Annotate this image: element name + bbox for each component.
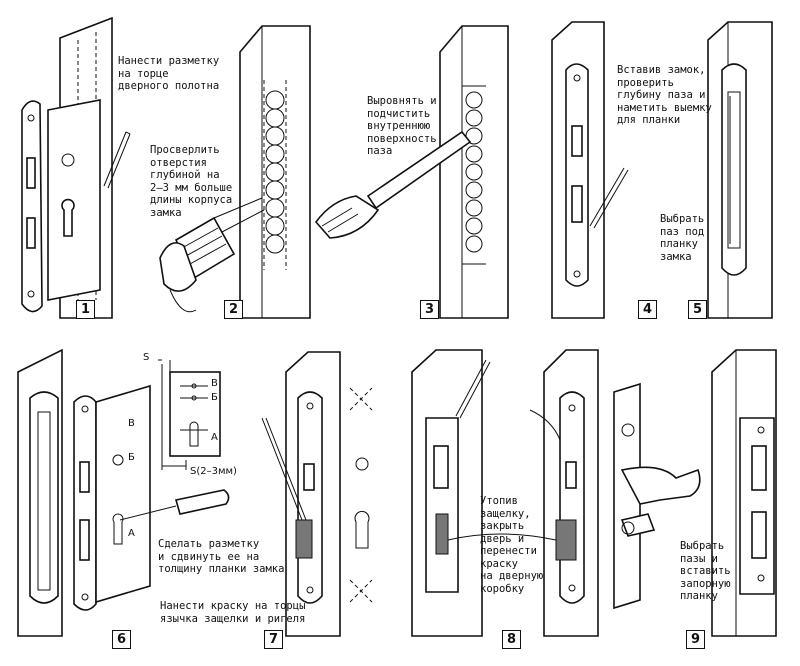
drill-chuck — [159, 197, 265, 313]
lock-label-bb: Б — [128, 452, 135, 463]
step-4-caption: Вставив замок, проверить глубину паза и … — [617, 64, 712, 126]
panel-5-drawing — [707, 21, 773, 319]
step-8-caption: Утопив защелку, закрыть дверь и перенест… — [480, 495, 544, 595]
step-4-number: 4 — [638, 300, 657, 319]
step-7-number: 7 — [264, 630, 283, 649]
step-9-number: 9 — [686, 630, 705, 649]
panel-4-drawing — [551, 21, 629, 319]
offset-detail-inset — [158, 359, 221, 470]
step-3-number: 3 — [420, 300, 439, 319]
step-7-caption: Нанести краску на торцы язычка защелки и… — [160, 600, 306, 625]
step-6-caption: Сделать разметку и сдвинуть ее на толщин… — [158, 538, 285, 575]
panel-9-drawing — [711, 349, 777, 637]
panel-1-drawing — [21, 16, 131, 319]
inset-label-a: А — [211, 432, 218, 443]
lock-label-b: В — [128, 418, 135, 429]
inset-label-s: S — [143, 352, 150, 363]
door-face-lock-outline — [349, 387, 373, 603]
panel-7-drawing — [261, 351, 373, 637]
panel-3-drawing — [314, 25, 509, 319]
inset-label-bb: Б — [211, 392, 218, 403]
step-9-caption: Выбрать пазы и вставить запорную планку — [680, 540, 731, 602]
chisel — [314, 130, 472, 239]
step-2-caption: Просверлить отверстия глубиной на 2–3 мм… — [150, 144, 233, 219]
step-3-caption: Выровнять и подчистить внутреннюю поверх… — [367, 95, 437, 157]
panel-2-drawing — [159, 25, 311, 319]
inset-label-s-gap: S(2–3мм) — [190, 466, 237, 477]
step-1-number: 1 — [76, 300, 95, 319]
lock-label-a: А — [128, 528, 135, 539]
panel-8-drawing — [411, 349, 701, 637]
step-2-number: 2 — [224, 300, 243, 319]
step-1-caption: Нанести разметку на торце дверного полот… — [118, 55, 220, 92]
panel-6-drawing — [17, 348, 230, 637]
step-6-number: 6 — [112, 630, 131, 649]
step-5-caption: Выбрать паз под планку замка — [660, 213, 705, 263]
drilled-holes — [265, 90, 285, 254]
step-8-number: 8 — [502, 630, 521, 649]
step-5-number: 5 — [688, 300, 707, 319]
inset-label-b: В — [211, 378, 218, 389]
